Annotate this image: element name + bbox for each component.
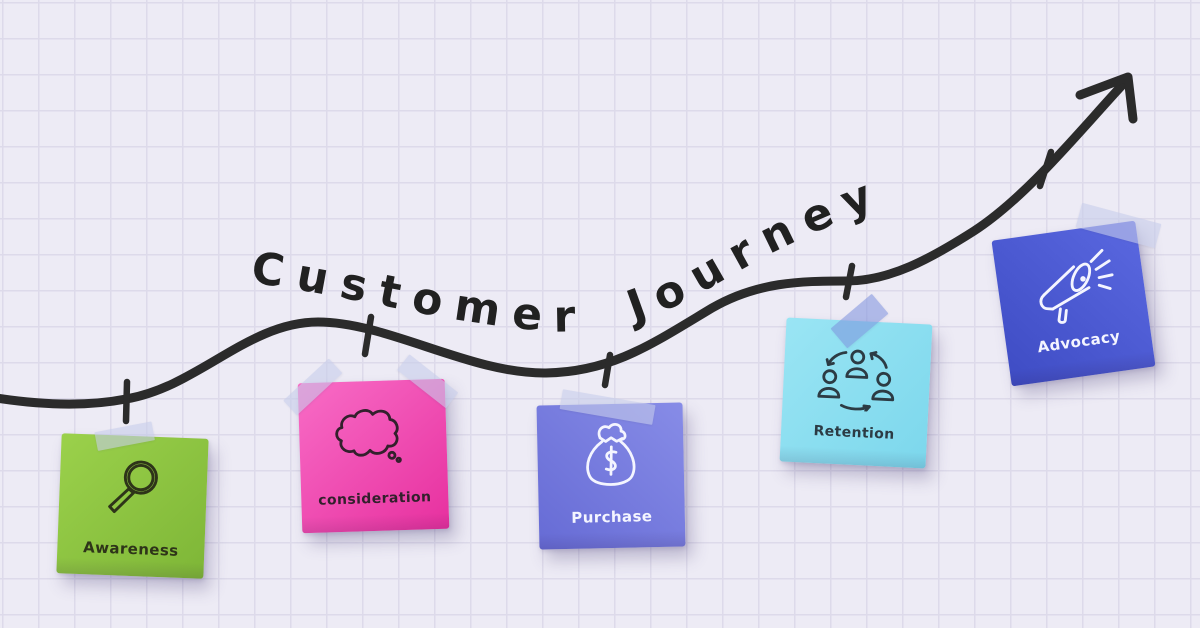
stage-tick-consideration [361,313,375,358]
tape-strip [94,421,155,451]
stage-tick-retention [842,262,856,301]
stage-label: Advocacy [1036,326,1122,357]
arrowhead-icon [1075,72,1138,124]
sticky-note-advocacy[interactable]: Advocacy [991,202,1162,387]
people-cycle-icon [817,349,895,413]
magnifying-glass-icon [107,460,158,514]
sticky-note-retention[interactable]: Retention [779,293,933,469]
sticky-note-awareness[interactable]: Awareness [56,421,209,579]
stage-tick-awareness [122,378,131,425]
money-bag-icon [586,423,636,486]
stage-tick-purchase [601,351,614,389]
journey-title: Customer Journey [248,166,891,343]
tape-strip [397,354,459,409]
stage-tick-advocacy [1036,148,1055,190]
journey-curve [0,76,1131,409]
stage-label: Purchase [571,507,653,527]
tape-strip [1075,202,1162,249]
megaphone-icon [1039,249,1114,324]
sticky-note-consideration[interactable]: consideration [283,354,459,534]
stage-label: Awareness [82,538,179,560]
stage-label: consideration [318,489,432,509]
tape-strip [830,293,889,349]
sticky-note-purchase[interactable]: Purchase [536,389,686,550]
thought-cloud-icon [334,409,402,463]
stage-label: Retention [813,422,895,443]
